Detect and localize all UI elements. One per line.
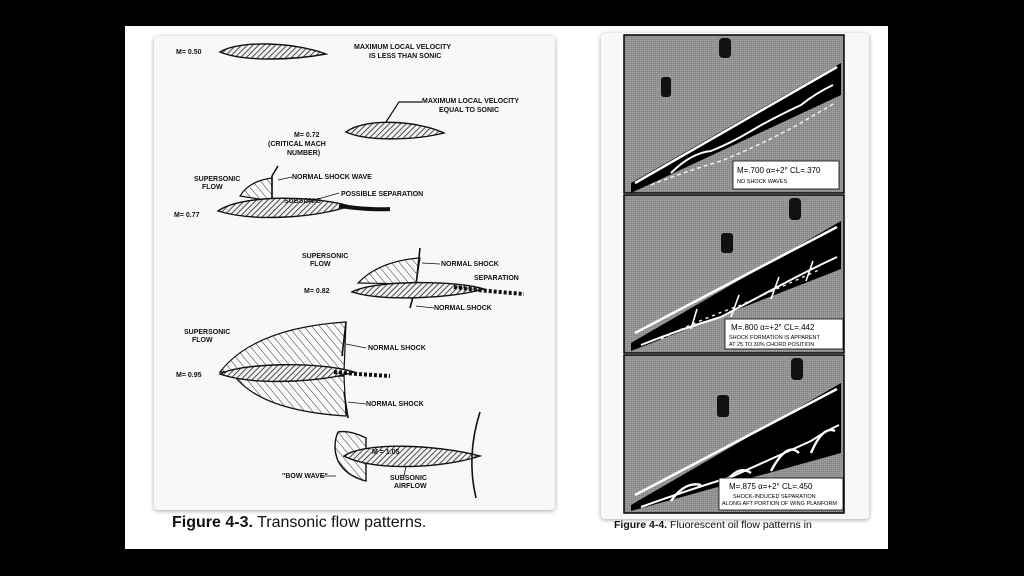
label-subsonic-airflow-2: AIRFLOW (394, 483, 427, 490)
label-m050: M= 0.50 (176, 49, 202, 56)
label-supersonic-b2: FLOW (310, 261, 331, 268)
panel-2-line-2: SHOCK FORMATION IS APPARENT (729, 335, 821, 341)
airfoil-m072 (344, 101, 447, 140)
label-m105: M = 1.05 (372, 449, 400, 456)
label-subsonic: SUBSONIC (284, 198, 321, 205)
label-subsonic-airflow-1: SUBSONIC (390, 475, 427, 482)
label-critical-1: (CRITICAL MACH (268, 141, 326, 148)
figure-caption-text-right: Fluorescent oil flow patterns in (667, 519, 812, 531)
panel-2-line-1: M=.800 α=+2° CL=.442 (731, 323, 815, 332)
label-supersonic-c1: SUPERSONIC (184, 329, 230, 336)
label-m077: M= 0.77 (174, 212, 200, 219)
label-bow-wave: "BOW WAVE" (282, 473, 328, 480)
oil-flow-panel-2: M=.800 α=+2° CL=.442 SHOCK FORMATION IS … (623, 194, 845, 354)
label-max-less-2: IS LESS THAN SONIC (369, 53, 441, 60)
airfoil-m082 (350, 247, 525, 309)
label-m095: M= 0.95 (176, 372, 202, 379)
transonic-flow-diagram: M= 0.50 MAXIMUM LOCAL VELOCITY IS LESS T… (174, 43, 525, 499)
label-normal-shock-b2: NORMAL SHOCK (434, 305, 492, 312)
figure-number-right: Figure 4-4. (614, 519, 668, 531)
label-normal-shock-b1: NORMAL SHOCK (441, 261, 499, 268)
label-supersonic-a2: FLOW (202, 184, 223, 191)
oil-flow-panel-1: M=.700 α=+2° CL=.370 NO SHOCK WAVES (623, 34, 845, 194)
label-max-less-1: MAXIMUM LOCAL VELOCITY (354, 44, 451, 51)
label-supersonic-b1: SUPERSONIC (302, 253, 348, 260)
label-normal-shock-c2: NORMAL SHOCK (366, 401, 424, 408)
panel-3-line-3: ALONG AFT PORTION OF WING PLANFORM (722, 501, 837, 507)
figure-caption-text-left: Transonic flow patterns. (252, 514, 427, 531)
label-max-equal-1: MAXIMUM LOCAL VELOCITY (422, 98, 519, 105)
label-m072: M= 0.72 (294, 132, 320, 139)
label-supersonic-c2: FLOW (192, 337, 213, 344)
airfoil-m105 (320, 411, 483, 499)
airfoil-m095 (218, 321, 391, 419)
label-normal-shock-wave: NORMAL SHOCK WAVE (292, 174, 372, 181)
panel-3-line-1: M=.875 α=+2° CL=.450 (729, 482, 813, 491)
panel-3-line-2: SHOCK-INDUCED SEPARATION (733, 494, 816, 500)
transonic-flow-figure: M= 0.50 MAXIMUM LOCAL VELOCITY IS LESS T… (154, 36, 555, 510)
label-critical-2: NUMBER) (287, 150, 320, 157)
label-m082: M= 0.82 (304, 288, 330, 295)
airfoil-m077 (216, 165, 391, 219)
panel-1-line-2: NO SHOCK WAVES (737, 179, 787, 185)
label-normal-shock-c1: NORMAL SHOCK (368, 345, 426, 352)
label-supersonic-a1: SUPERSONIC (194, 176, 240, 183)
figure-caption-left: Figure 4-3. Transonic flow patterns. (172, 514, 426, 532)
oil-flow-panel-3: M=.875 α=+2° CL=.450 SHOCK-INDUCED SEPAR… (623, 354, 845, 514)
panel-2-line-3: AT 25 TO 30% CHORD POSITION (729, 342, 814, 348)
slide: M= 0.50 MAXIMUM LOCAL VELOCITY IS LESS T… (125, 26, 888, 549)
label-separation: SEPARATION (474, 275, 519, 282)
label-possible-separation: POSSIBLE SEPARATION (341, 191, 423, 198)
airfoil-m050 (218, 43, 329, 60)
oil-flow-photos: M=.700 α=+2° CL=.370 NO SHOCK WAVES M=.8… (623, 34, 845, 514)
figure-number-left: Figure 4-3. (172, 514, 253, 531)
label-max-equal-2: EQUAL TO SONIC (439, 107, 499, 114)
figure-caption-right: Figure 4-4. Fluorescent oil flow pattern… (614, 519, 812, 531)
oil-flow-figure: M=.700 α=+2° CL=.370 NO SHOCK WAVES M=.8… (601, 33, 869, 519)
panel-1-line-1: M=.700 α=+2° CL=.370 (737, 166, 821, 175)
